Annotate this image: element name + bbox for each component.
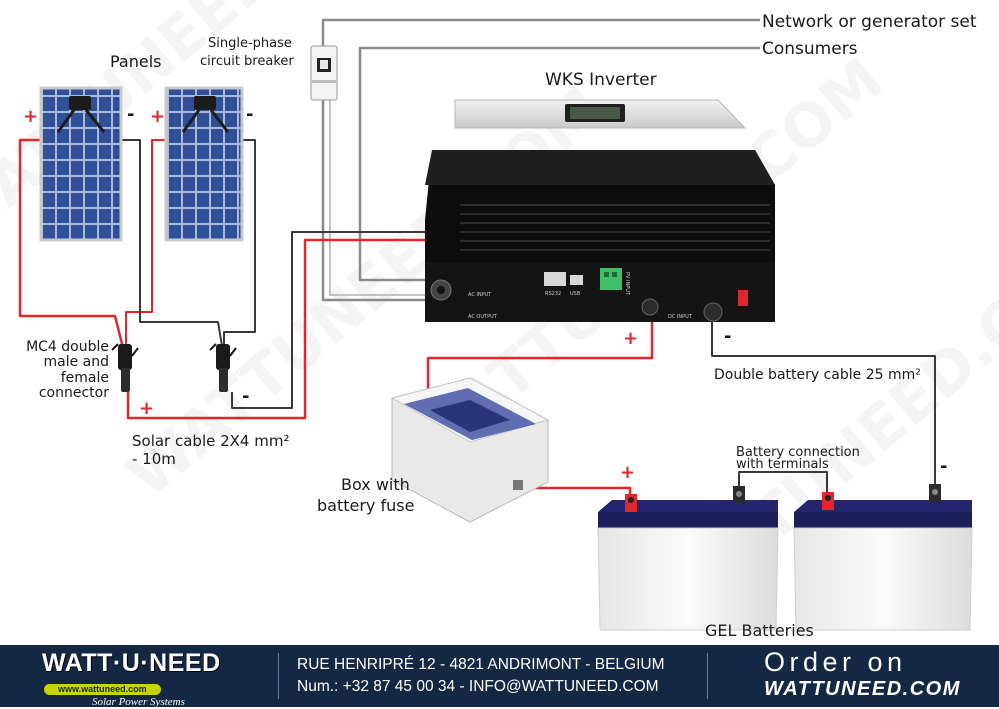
usb-port [570, 275, 583, 285]
solar-positive-wire-2 [125, 139, 165, 346]
company-contact: RUE HENRIPRÉ 12 - 4821 ANDRIMONT - BELGI… [297, 654, 665, 698]
order-on-text: Order on [764, 647, 907, 677]
order-link[interactable]: Order on WATTUNEED.COM [764, 647, 961, 701]
circuit-breaker [310, 45, 338, 101]
minus-sign: - [242, 386, 249, 407]
minus-sign: - [940, 456, 947, 477]
fuse-to-battery-wire [518, 486, 632, 498]
dc-input-socket-positive [641, 298, 659, 316]
battery-fuse-box [390, 377, 550, 523]
consumers-wire [358, 46, 760, 282]
inverter-rs232-label: RS232 [545, 291, 561, 297]
battery-left [597, 486, 779, 631]
inverter-ac-input-label: AC INPUT [468, 292, 492, 298]
brand-logo: WATT·U·NEED www.wattuneed.com Solar Powe… [42, 649, 242, 708]
solar-positive-wire [18, 138, 125, 349]
wiring-diagram: WATTUNEED.COM WATTUNEED.COM WATTUNEED.CO… [0, 0, 999, 645]
inverter-ac-output-label: AC OUTPUT [468, 314, 498, 320]
battery-positive-wire [426, 300, 654, 392]
logo-url: www.wattuneed.com [44, 684, 161, 695]
network-label: Network or generator set [762, 12, 977, 32]
plus-sign: + [139, 398, 154, 419]
solar-negative-wire-2 [223, 139, 256, 346]
dc-input-socket-negative [703, 302, 723, 322]
footer-divider [707, 653, 708, 699]
mc4-label-line4: connector [39, 385, 109, 401]
mc4-label-line1: MC4 double [26, 339, 109, 355]
solar-cable-label-line1: Solar cable 2X4 mm² [132, 432, 290, 450]
footer-bar: WATT·U·NEED www.wattuneed.com Solar Powe… [0, 645, 999, 708]
panels-label: Panels [110, 52, 162, 71]
order-site-text: WATTUNEED.COM [764, 678, 961, 700]
labels: Network or generator set Consumers Singl… [26, 12, 977, 640]
minus-sign: - [724, 326, 731, 347]
plus-sign: + [623, 328, 638, 349]
polarity-signs: + - + - + - + - + - [23, 104, 947, 483]
logo-wordmark: WATT·U·NEED [42, 649, 221, 677]
mc4-label-line2: male and [43, 354, 109, 370]
solar-panel-left [39, 86, 123, 242]
pv-input-terminal [600, 268, 622, 290]
rs232-port [544, 272, 566, 286]
power-switch [738, 290, 748, 306]
breaker-output-wire [321, 98, 432, 302]
company-phone-email: Num.: +32 87 45 00 34 - INFO@WATTUNEED.C… [297, 678, 659, 695]
inverter-usb-label: USB [570, 291, 581, 297]
solar-negative-wire [118, 139, 223, 347]
solar-cable-label-line2: - 10m [132, 450, 176, 468]
inverter-dc-input-label: DC INPUT [668, 314, 693, 320]
breaker-output-wire-2 [329, 98, 432, 296]
consumers-label: Consumers [762, 39, 858, 59]
minus-sign: - [127, 104, 134, 125]
battery-link-wire [738, 471, 828, 494]
mc4-connector-negative [209, 343, 237, 392]
battery-connection-label-line2: with terminals [736, 457, 829, 472]
battery-connection-label-line1: Battery connection [736, 445, 860, 460]
footer-divider [278, 653, 279, 699]
plus-sign: + [23, 106, 38, 127]
inverter: AC INPUT AC OUTPUT RS232 USB PV INPUT DC… [425, 99, 775, 322]
gel-batteries-label: GEL Batteries [705, 621, 814, 640]
company-address: RUE HENRIPRÉ 12 - 4821 ANDRIMONT - BELGI… [297, 656, 665, 673]
fuse-box-label-line2: battery fuse [317, 496, 414, 515]
mc4-label-line3: female [61, 370, 109, 386]
breaker-label-line1: Single-phase [208, 36, 292, 51]
breaker-label-line2: circuit breaker [200, 54, 294, 69]
solar-panel-right [164, 86, 244, 242]
inverter-label: WKS Inverter [545, 70, 657, 90]
logo-tagline: Solar Power Systems [92, 696, 185, 708]
battery-right [793, 484, 973, 631]
battery-cable-label: Double battery cable 25 mm² [714, 367, 921, 383]
plus-sign: + [150, 106, 165, 127]
plus-sign: + [620, 462, 635, 483]
inverter-pv-input-label: PV INPUT [624, 272, 630, 296]
mc4-connector-positive [111, 343, 139, 392]
minus-sign: - [246, 104, 253, 125]
network-wire [321, 18, 760, 48]
battery-negative-wire [711, 310, 936, 488]
fuse-box-label-line1: Box with [341, 475, 410, 494]
